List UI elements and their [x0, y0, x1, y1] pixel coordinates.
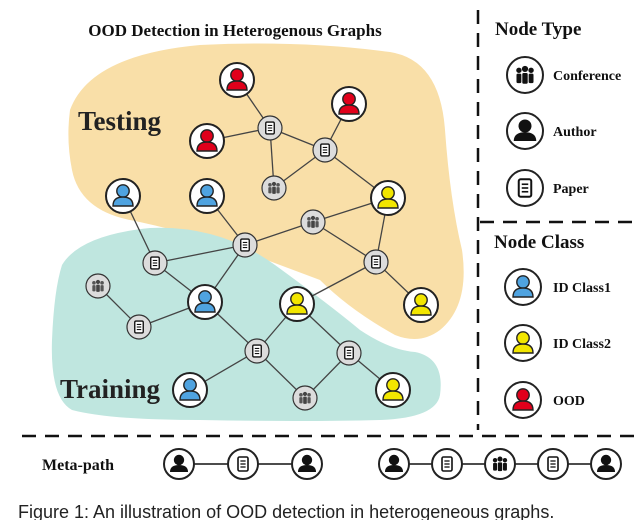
- training-label: Training: [60, 374, 161, 404]
- ood-author-icon: [504, 381, 542, 419]
- class2-author-node: [375, 372, 411, 408]
- legend-class1-item: ID Class1: [504, 268, 611, 306]
- paper-node: [232, 232, 258, 258]
- training-region: [51, 227, 441, 421]
- legend-class1-label: ID Class1: [553, 281, 611, 296]
- legend-paper-item: Paper: [506, 169, 589, 207]
- paper-node: [363, 249, 389, 275]
- ood-author-node: [219, 62, 255, 98]
- legend-conference-item: Conference: [506, 56, 621, 94]
- meta-path-author-icon: [378, 448, 410, 480]
- paper-node: [257, 115, 283, 141]
- class1-author-node: [189, 178, 225, 214]
- conference-node: [261, 175, 287, 201]
- legend-paper-label: Paper: [553, 182, 589, 197]
- testing-label: Testing: [78, 106, 162, 136]
- class2-author-node: [403, 287, 439, 323]
- legend-ood-label: OOD: [553, 394, 585, 409]
- paper-node: [336, 340, 362, 366]
- class2-author-node: [370, 180, 406, 216]
- legend-author-label: Author: [553, 125, 597, 140]
- conference-node: [300, 209, 326, 235]
- meta-path-paper-icon: [227, 448, 259, 480]
- class1-author-node: [105, 178, 141, 214]
- legend-conference-label: Conference: [553, 69, 621, 84]
- paper-icon: [506, 169, 544, 207]
- node-type-title: Node Type: [495, 19, 581, 40]
- meta-path-author-icon: [291, 448, 323, 480]
- class1-author-node: [172, 372, 208, 408]
- ood-author-node: [331, 86, 367, 122]
- ood-author-node: [189, 123, 225, 159]
- meta-path-paper-icon: [537, 448, 569, 480]
- legend-class2-item: ID Class2: [504, 324, 611, 362]
- author-icon: [506, 112, 544, 150]
- conference-node: [292, 385, 318, 411]
- meta-path-conference-icon: [484, 448, 516, 480]
- class1-author-icon: [504, 268, 542, 306]
- legend-ood-item: OOD: [504, 381, 585, 419]
- class2-author-icon: [504, 324, 542, 362]
- paper-node: [126, 314, 152, 340]
- meta-path-label: Meta-path: [42, 457, 114, 474]
- paper-node: [312, 137, 338, 163]
- paper-node: [244, 338, 270, 364]
- conference-icon: [506, 56, 544, 94]
- class1-author-node: [187, 284, 223, 320]
- node-class-title: Node Class: [494, 232, 584, 253]
- legend-class2-label: ID Class2: [553, 337, 611, 352]
- meta-path-author-icon: [163, 448, 195, 480]
- diagram-title: OOD Detection in Heterogenous Graphs: [88, 21, 382, 40]
- class2-author-node: [279, 286, 315, 322]
- legend-author-item: Author: [506, 112, 597, 150]
- conference-node: [85, 273, 111, 299]
- figure-caption: Figure 1: An illustration of OOD detecti…: [18, 502, 554, 520]
- paper-node: [142, 250, 168, 276]
- meta-path-author-icon: [590, 448, 622, 480]
- meta-path-paper-icon: [431, 448, 463, 480]
